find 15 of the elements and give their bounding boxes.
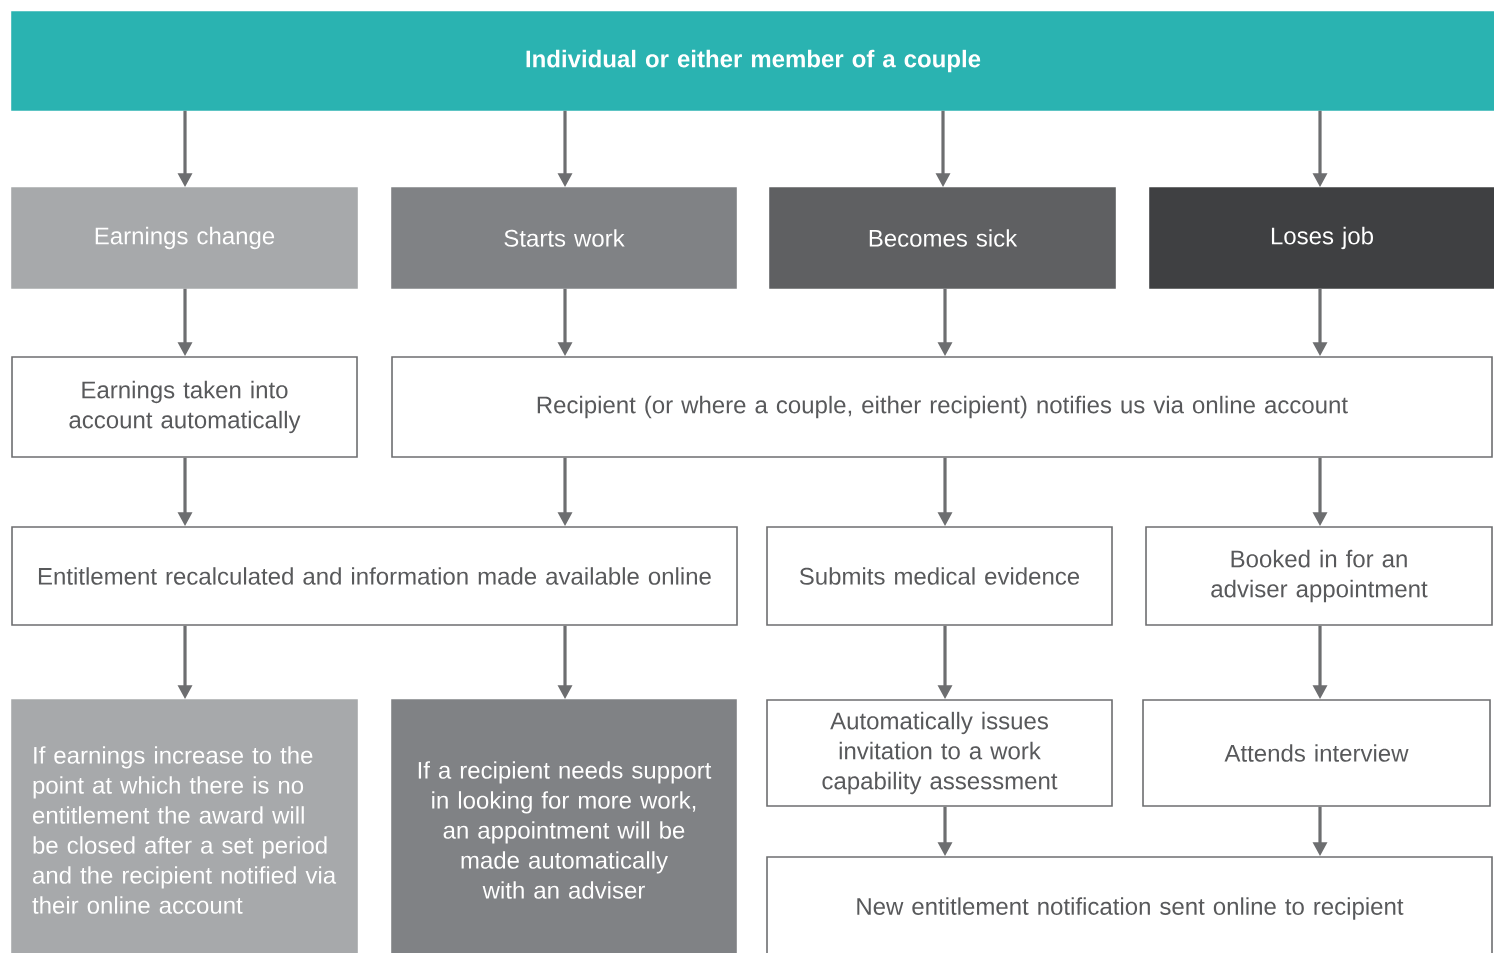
category-box: Starts work xyxy=(391,187,737,289)
process-box: Entitlement recalculated and information made available online xyxy=(11,526,738,626)
process-box: New entitlement notification sent online to recipient xyxy=(766,856,1493,953)
category-box: Loses job xyxy=(1149,187,1494,289)
note-box: If earnings increase to the point at which there is no entitlement the award will be closed after a set period and the recipient notified via their online account xyxy=(11,699,358,953)
process-box: Submits medical evidence xyxy=(766,526,1113,626)
category-box: Earnings change xyxy=(11,187,358,289)
header-banner: Individual or either member of a couple xyxy=(11,11,1494,111)
category-box: Becomes sick xyxy=(769,187,1116,289)
process-box: Recipient (or where a couple, either recipient) notifies us via online account xyxy=(391,356,1493,458)
process-box: Earnings taken into account automatically xyxy=(11,356,358,458)
process-box: Booked in for an adviser appointment xyxy=(1145,526,1493,626)
process-box: Automatically issues invitation to a work capability assessment xyxy=(766,699,1113,807)
note-box: If a recipient needs support in looking for more work, an appointment will be made automatically with an adviser xyxy=(391,699,737,953)
process-box: Attends interview xyxy=(1142,699,1491,807)
